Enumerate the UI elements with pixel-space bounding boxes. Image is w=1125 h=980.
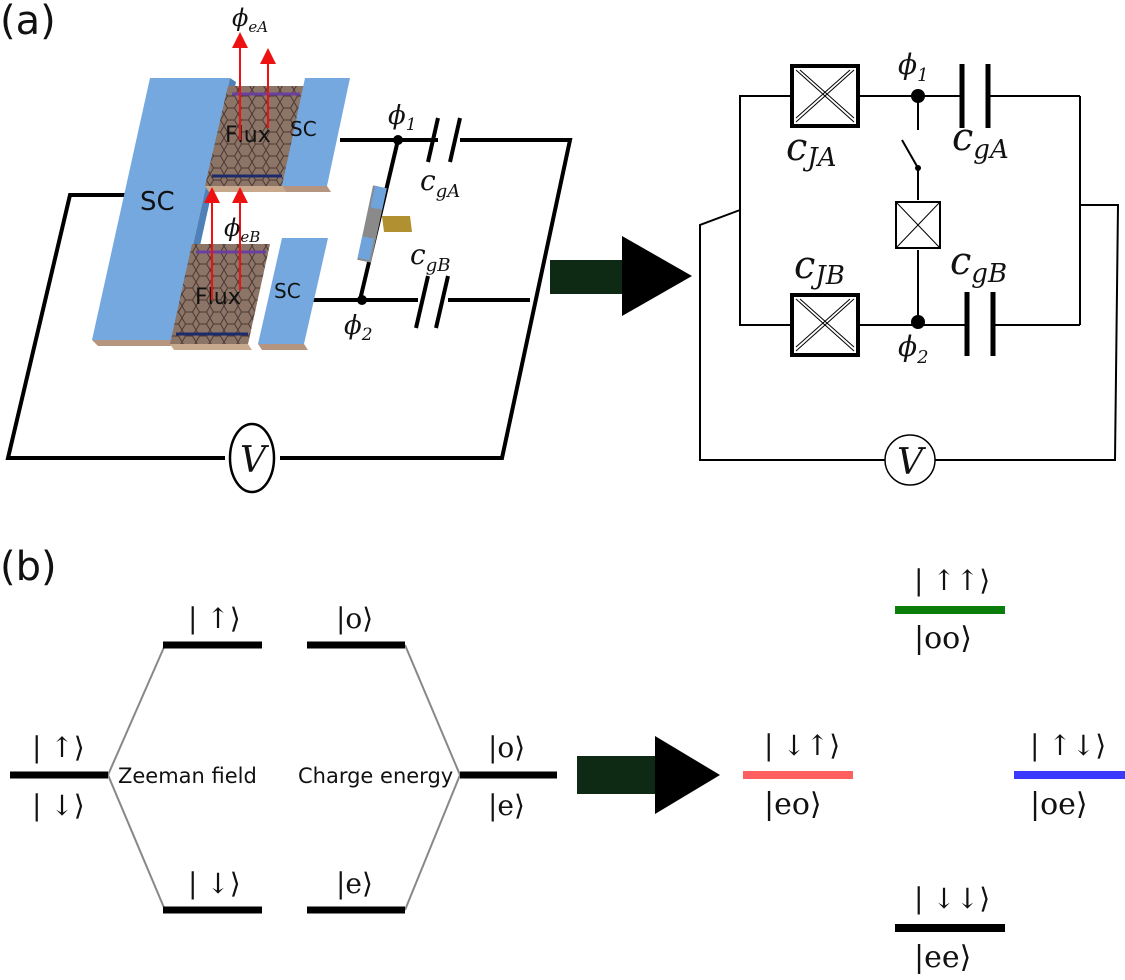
state-uu-bottom-label: |oo⟩ <box>914 621 972 656</box>
right-e-label: |e⟩ <box>488 789 525 822</box>
device-cgB-label: cgB <box>410 238 450 276</box>
sc-bottom-pad: SC <box>258 238 328 350</box>
device-phi1-label: ϕ1 <box>388 101 417 135</box>
junction-middle <box>895 201 941 249</box>
graphene-top: Flux <box>205 86 305 192</box>
sc-top-label: SC <box>290 117 317 141</box>
flux-arrows-top <box>232 32 276 140</box>
device-node-1 <box>393 135 403 145</box>
state-dd-bottom-label: |ee⟩ <box>914 940 971 975</box>
charge-energy-label: Charge energy <box>298 764 453 788</box>
state-ud-top-label: | ↑↓⟩ <box>1030 729 1106 762</box>
circuit-voltmeter: V <box>884 434 936 486</box>
state-uu-top-label: | ↑↑⟩ <box>914 564 990 597</box>
circuit-cJB-label: cJB <box>794 243 845 291</box>
two-qubit-states: | ↑↑⟩ |oo⟩ | ↓↑⟩ |eo⟩ | ↑↓⟩ |oe⟩ | ↓↓⟩ |… <box>743 564 1125 975</box>
phi-eA-label: ϕeA <box>232 4 268 36</box>
device-phi2-label: ϕ2 <box>344 311 373 345</box>
circuit-node-1 <box>911 89 925 103</box>
sc-bottom-label: SC <box>274 279 301 303</box>
graphene-bottom: Flux <box>170 244 270 350</box>
circuit-node-2 <box>911 315 925 329</box>
sc-big-label: SC <box>140 187 175 217</box>
charge-o-label: |o⟩ <box>336 602 373 635</box>
device-capacitor-A <box>426 117 462 163</box>
circuit-schematic: ϕ1 ϕ2 cJA cJB cgA cgB V <box>699 48 1120 486</box>
circuit-cJA-label: cJA <box>786 125 837 173</box>
transform-arrow-a <box>550 236 692 316</box>
zeeman-down-label: | ↓⟩ <box>188 867 241 900</box>
device-voltmeter-label: V <box>240 440 270 481</box>
phi-eB-label: ϕeB <box>224 214 260 246</box>
capacitor-gB <box>964 292 996 356</box>
circuit-voltmeter-label: V <box>897 442 927 483</box>
circuit-phi2-label: ϕ2 <box>898 330 929 368</box>
panel-b-label: (b) <box>0 544 57 590</box>
transform-arrow-b <box>577 736 720 814</box>
junction-JA <box>790 64 860 128</box>
circuit-wires <box>699 95 1120 461</box>
device-voltmeter: V <box>228 422 276 494</box>
flux-top-label: Flux <box>225 123 271 148</box>
junction-JB <box>790 293 860 357</box>
zeeman-field-label: Zeeman field <box>118 764 257 788</box>
left-level-bottom-label: | ↓⟩ <box>32 789 85 822</box>
circuit-phi1-label: ϕ1 <box>898 48 929 86</box>
device-sketch: SC Flux SC Flux SC <box>5 4 573 494</box>
device-capacitor-B <box>414 275 450 329</box>
capacitor-gA <box>959 64 991 128</box>
state-du-bottom-label: |eo⟩ <box>764 787 822 822</box>
energy-level-diagram: | ↑⟩ | ↓⟩ Zeeman field Charge energy | ↑… <box>10 602 557 914</box>
level-connectors <box>107 644 461 911</box>
flux-bottom-label: Flux <box>195 285 241 310</box>
left-level-top-label: | ↑⟩ <box>32 731 85 764</box>
flux-arrows-bottom <box>204 187 248 300</box>
level-bars <box>10 641 557 914</box>
panel-a-label: (a) <box>0 0 56 44</box>
outer-left-wire <box>5 193 225 460</box>
outer-right-wire <box>280 138 573 460</box>
device-cgA-label: cgA <box>420 164 460 202</box>
right-o-label: |o⟩ <box>488 731 525 764</box>
circuit-cgB-label: cgB <box>950 239 1007 289</box>
zeeman-up-label: | ↑⟩ <box>188 602 241 635</box>
state-ud-bottom-label: |oe⟩ <box>1030 787 1088 822</box>
device-node-2 <box>357 295 367 305</box>
charge-e-label: |e⟩ <box>336 867 373 900</box>
state-dd-top-label: | ↓↓⟩ <box>914 882 990 915</box>
circuit-cgA-label: cgA <box>952 115 1009 165</box>
sc-top-pad: SC <box>282 78 350 192</box>
state-du-top-label: | ↓↑⟩ <box>764 729 840 762</box>
device-switch <box>357 185 412 263</box>
